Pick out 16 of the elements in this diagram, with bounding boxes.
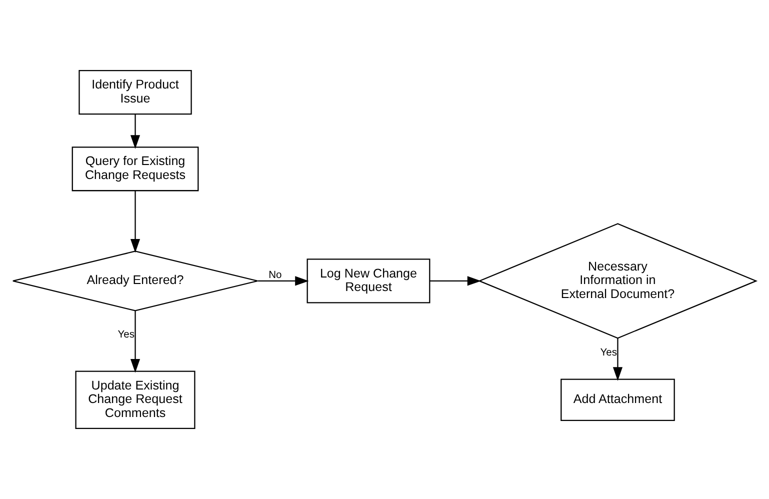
node-box: Query for Existing Change Requests (72, 146, 199, 192)
node-box: Update Existing Change Request Comments (75, 370, 196, 429)
edge-label: Yes (600, 348, 617, 359)
edge-label: Yes (118, 330, 134, 341)
arrow (130, 114, 140, 149)
node-box: Log New Change Request (306, 258, 430, 304)
node-box: Identify Product Issue (78, 70, 192, 115)
node-box: Add Attachment (560, 378, 675, 421)
arrow (258, 276, 309, 286)
node-diamond: Necessary Information in External Document? (478, 223, 758, 339)
arrow (612, 338, 623, 381)
arrow (130, 190, 140, 253)
arrow (430, 276, 482, 286)
arrow (130, 310, 140, 373)
node-diamond: Already Entered? (12, 250, 258, 312)
edge-label: No (268, 270, 282, 281)
